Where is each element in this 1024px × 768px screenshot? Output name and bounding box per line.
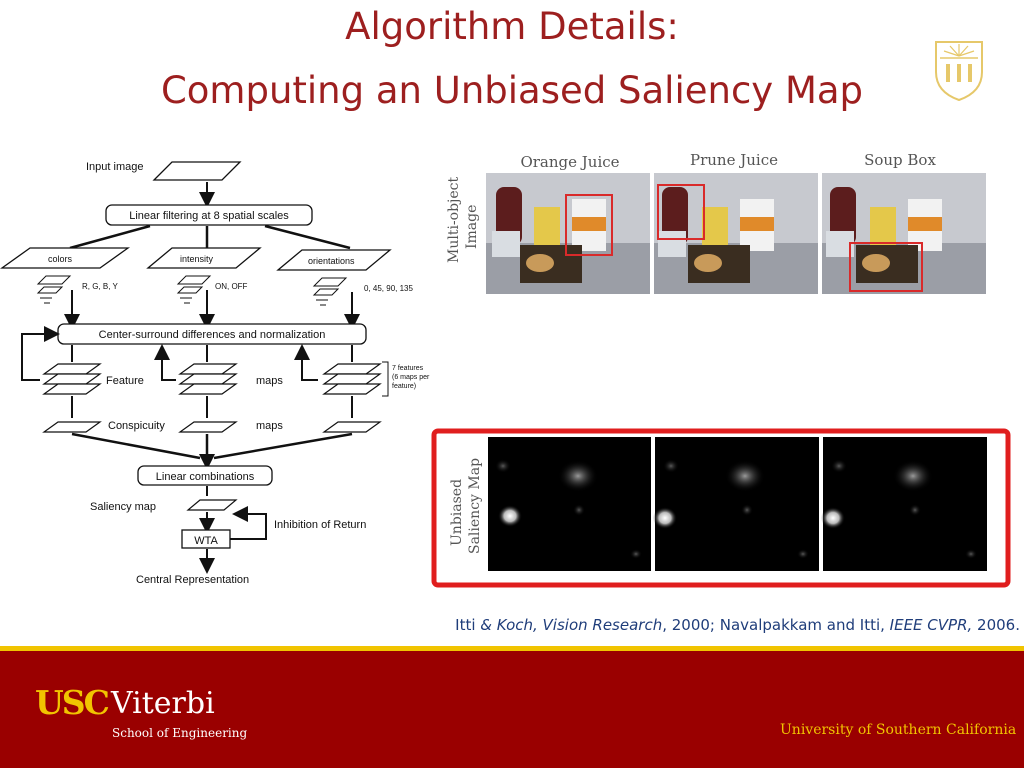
linear-filtering-label: Linear filtering at 8 spatial scales bbox=[129, 210, 289, 222]
school-of-engineering: School of Engineering bbox=[112, 726, 248, 740]
saliency-map-2 bbox=[653, 437, 819, 571]
footer-bar bbox=[0, 651, 1024, 768]
saliency-map-plane bbox=[186, 499, 238, 511]
central-representation-label: Central Representation bbox=[136, 574, 249, 586]
wta-label: WTA bbox=[194, 535, 218, 547]
multi-object-label-2: Image bbox=[464, 205, 480, 249]
photo-prune-juice bbox=[654, 173, 818, 294]
saliency-map-label: Saliency map bbox=[90, 501, 156, 513]
column-orange-juice: Orange Juice bbox=[520, 153, 619, 171]
saliency-map-1 bbox=[488, 437, 651, 571]
input-image-plane bbox=[152, 161, 242, 181]
features-note-1: 7 features bbox=[392, 365, 424, 372]
usc-wordmark: USC bbox=[35, 683, 110, 722]
channel-orientations: orientations bbox=[308, 256, 355, 266]
features-note-3: feature) bbox=[392, 383, 416, 390]
viterbi-wordmark: Viterbi bbox=[111, 686, 215, 721]
photo-soup-box bbox=[822, 173, 986, 294]
unbiased-saliency-maps: Unbiased Saliency Map bbox=[431, 428, 1011, 588]
intensity-params: ON, OFF bbox=[215, 282, 248, 291]
citation-part-1: Itti bbox=[455, 616, 481, 634]
footer-gold-rule bbox=[0, 646, 1024, 651]
citation-part-2: & Koch, Vision Research bbox=[480, 616, 663, 634]
intensity-plane bbox=[146, 247, 262, 269]
citation-part-3: , 2000; Navalpakkam and Itti, bbox=[662, 616, 890, 634]
saliency-label-1: Unbiased bbox=[449, 479, 465, 546]
linear-combinations-label: Linear combinations bbox=[156, 471, 255, 483]
citation-part-5: 2006. bbox=[972, 616, 1020, 634]
multi-object-label-1: Multi-object bbox=[446, 176, 462, 263]
column-soup-box: Soup Box bbox=[864, 151, 936, 169]
multi-object-images: Multi-object Image Orange Juice Prune Ju… bbox=[446, 151, 986, 294]
feature-maps-label: maps bbox=[256, 375, 283, 387]
inhibition-label: Inhibition of Return bbox=[274, 519, 366, 531]
conspicuity-label: Conspicuity bbox=[108, 420, 165, 432]
saliency-label-2: Saliency Map bbox=[467, 458, 483, 554]
saliency-model-flowchart: Input image Linear filtering at 8 spatia… bbox=[0, 161, 430, 586]
orientation-params: 0, 45, 90, 135 bbox=[364, 284, 413, 293]
saliency-map-3 bbox=[821, 437, 987, 571]
colors-plane bbox=[0, 247, 131, 269]
color-params: R, G, B, Y bbox=[82, 282, 119, 291]
citation-part-4: IEEE CVPR, bbox=[889, 616, 973, 634]
conspicuity-maps-label: maps bbox=[256, 420, 283, 432]
channel-intensity: intensity bbox=[180, 254, 214, 264]
slide-title-line2: Computing an Unbiased Saliency Map bbox=[160, 69, 864, 112]
feature-label: Feature bbox=[106, 375, 144, 387]
center-surround-label: Center-surround differences and normaliz… bbox=[99, 329, 326, 341]
orientations-plane bbox=[276, 249, 392, 271]
input-image-label: Input image bbox=[86, 161, 143, 173]
usc-seal-icon bbox=[935, 41, 983, 102]
features-note-2: (6 maps per bbox=[392, 374, 430, 381]
citation: Itti & Koch, Vision Research, 2000; Nava… bbox=[330, 616, 1020, 634]
linear-filtering-box bbox=[105, 204, 313, 226]
slide-title-line1: Algorithm Details: bbox=[345, 5, 679, 48]
photo-orange-juice bbox=[486, 173, 650, 294]
linear-combinations-box bbox=[137, 465, 273, 486]
university-name: University of Southern California bbox=[780, 722, 1017, 738]
column-prune-juice: Prune Juice bbox=[690, 151, 778, 169]
channel-colors: colors bbox=[48, 254, 73, 264]
